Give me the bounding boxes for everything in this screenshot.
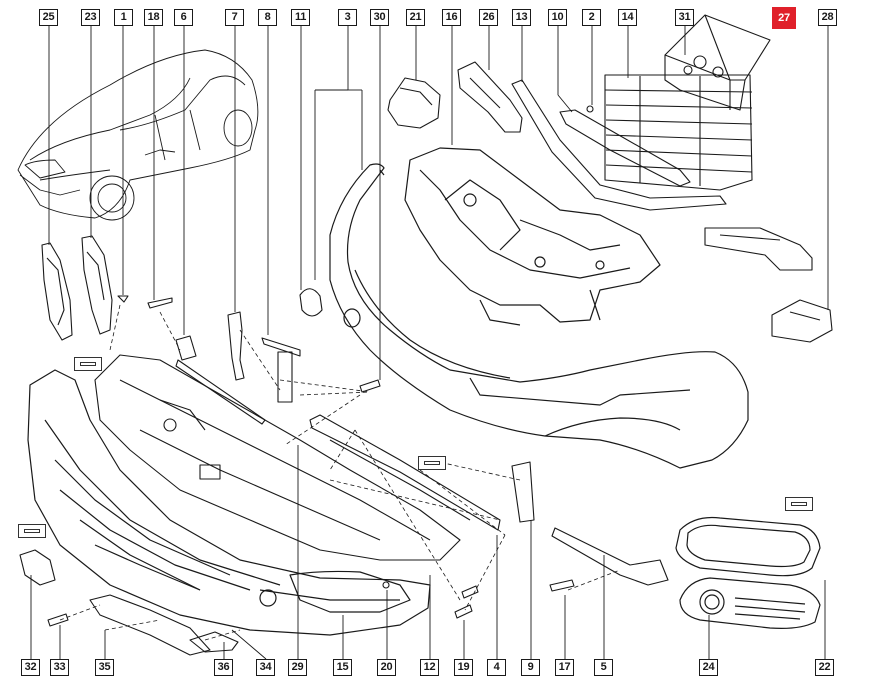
callout-22[interactable]: 22: [815, 659, 834, 676]
callout-36[interactable]: 36: [214, 659, 233, 676]
side-brackets-25-23: [41, 235, 113, 341]
lower-support-panel: [94, 354, 461, 561]
callout-3[interactable]: 3: [338, 9, 357, 26]
callout-6[interactable]: 6: [174, 9, 193, 26]
upper-crossmember: [404, 147, 661, 326]
brackets-21-26: [387, 61, 523, 133]
leader-lines-top: [48, 26, 829, 380]
bracket-9: [511, 461, 535, 523]
callout-12[interactable]: 12: [420, 659, 439, 676]
bracket-28: [771, 299, 833, 343]
callout-20[interactable]: 20: [377, 659, 396, 676]
callout-18[interactable]: 18: [144, 9, 163, 26]
fog-frame-22: [675, 516, 821, 577]
callout-23[interactable]: 23: [81, 9, 100, 26]
callout-27-highlighted[interactable]: 27: [772, 7, 796, 29]
callout-25[interactable]: 25: [39, 9, 58, 26]
callout-13[interactable]: 13: [512, 9, 531, 26]
callout-1[interactable]: 1: [114, 9, 133, 26]
callout-24[interactable]: 24: [699, 659, 718, 676]
callout-31[interactable]: 31: [675, 9, 694, 26]
lower-bumper-15: [27, 369, 431, 636]
bracket-27: [704, 227, 813, 271]
callout-5[interactable]: 5: [594, 659, 613, 676]
callout-2[interactable]: 2: [582, 9, 601, 26]
callout-26[interactable]: 26: [479, 9, 498, 26]
upper-bumper-cover: [329, 163, 749, 469]
callout-10[interactable]: 10: [548, 9, 567, 26]
lower-bracket-29: [309, 414, 501, 531]
fog-grille-24: [679, 577, 821, 629]
callout-21[interactable]: 21: [406, 9, 425, 26]
callout-32[interactable]: 32: [21, 659, 40, 676]
fasteners: [47, 105, 594, 627]
callout-33[interactable]: 33: [50, 659, 69, 676]
callout-17[interactable]: 17: [555, 659, 574, 676]
callout-16[interactable]: 16: [442, 9, 461, 26]
callout-28[interactable]: 28: [818, 9, 837, 26]
callout-9[interactable]: 9: [521, 659, 540, 676]
callout-7[interactable]: 7: [225, 9, 244, 26]
callout-19[interactable]: 19: [454, 659, 473, 676]
callout-4[interactable]: 4: [487, 659, 506, 676]
radiator-14: [604, 74, 753, 191]
callout-34[interactable]: 34: [256, 659, 275, 676]
callout-8[interactable]: 8: [258, 9, 277, 26]
label-tag-icon: [418, 456, 446, 470]
assembly-dashed-lines: [59, 304, 621, 641]
lower-trim-pieces: [19, 549, 239, 656]
car-silhouette: [17, 49, 259, 221]
callout-15[interactable]: 15: [333, 659, 352, 676]
label-tag-icon: [18, 524, 46, 538]
label-tag-icon: [74, 357, 102, 371]
kit-box-31: [664, 14, 771, 111]
callout-11[interactable]: 11: [291, 9, 310, 26]
trim-strip-13: [511, 79, 727, 211]
callout-35[interactable]: 35: [95, 659, 114, 676]
callout-14[interactable]: 14: [618, 9, 637, 26]
callout-29[interactable]: 29: [288, 659, 307, 676]
brackets-6-7-8: [175, 288, 323, 425]
callout-30[interactable]: 30: [370, 9, 389, 26]
leader-lines-bottom: [30, 445, 826, 660]
label-tag-icon: [785, 497, 813, 511]
bracket-5: [551, 527, 669, 586]
